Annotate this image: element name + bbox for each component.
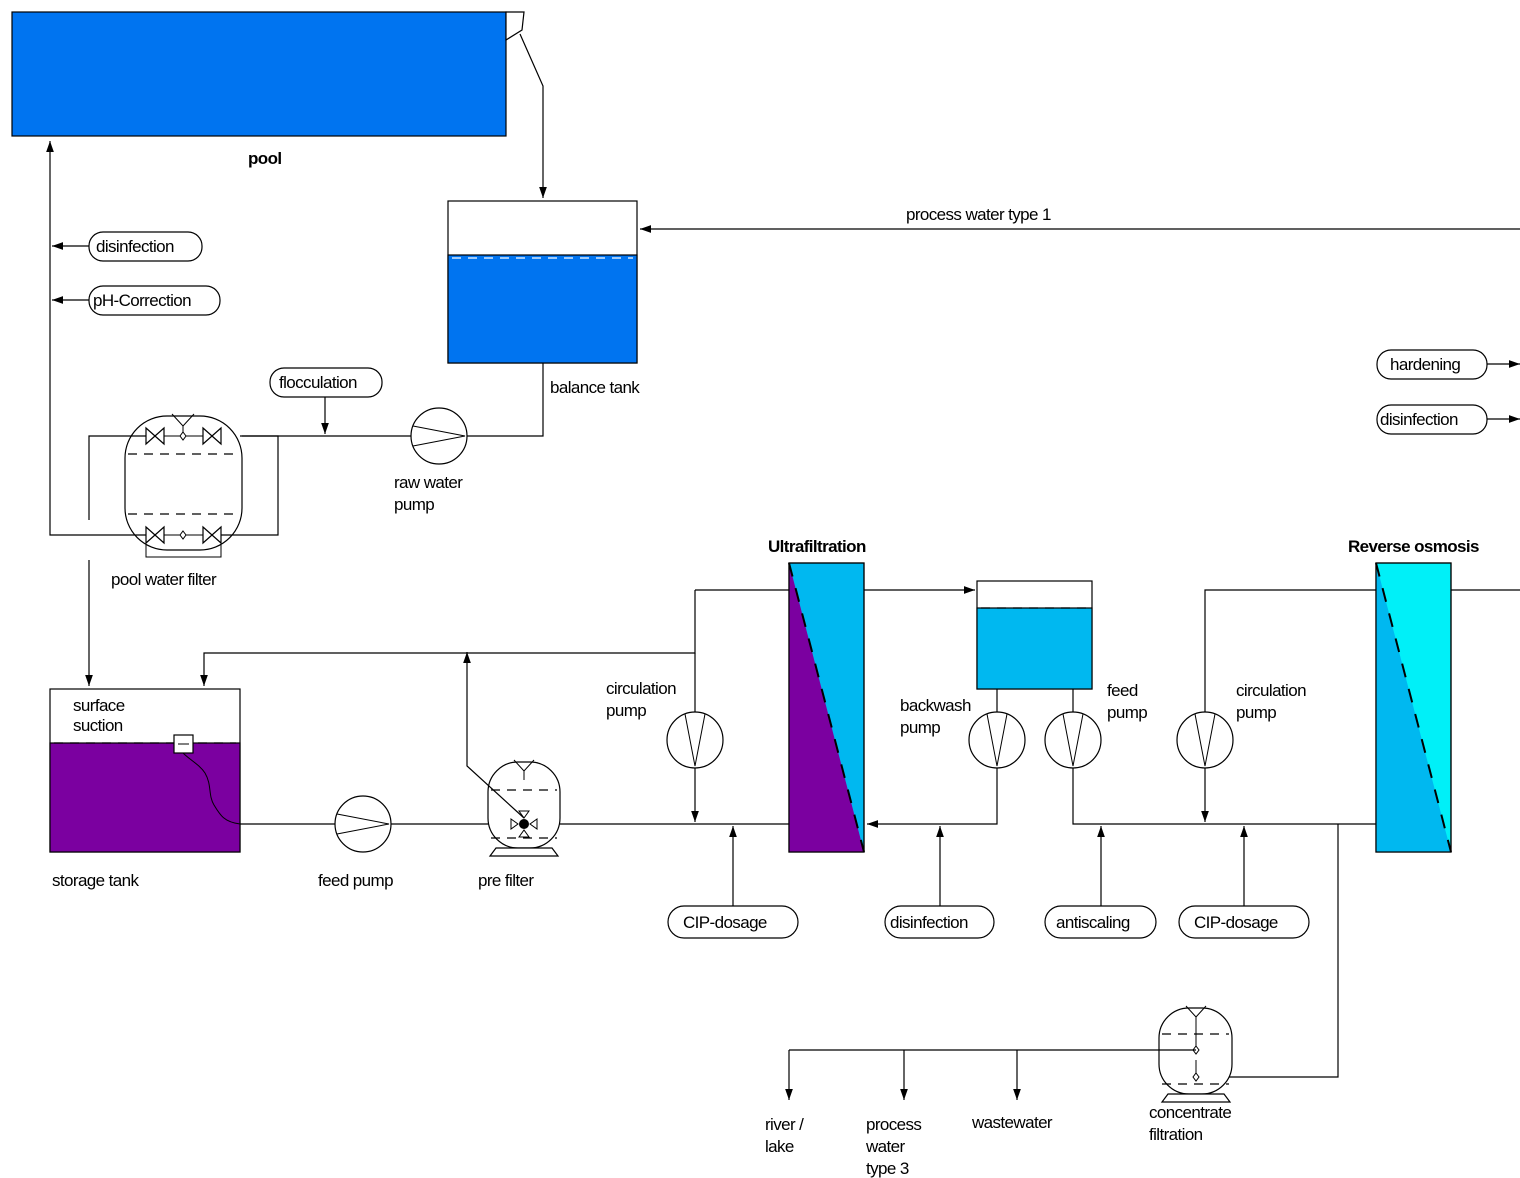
ro-circulation-pump-label-2: pump bbox=[1236, 703, 1276, 722]
storage-tank-label: storage tank bbox=[52, 871, 139, 890]
cip-dosage-ro-label: CIP-dosage bbox=[1194, 913, 1278, 932]
disinfection-uf[interactable]: disinfection bbox=[884, 905, 995, 939]
valve-icon bbox=[145, 525, 165, 545]
balance-tank: balance tank bbox=[447, 200, 641, 397]
ro-circulation-pump: circulation pump bbox=[1176, 681, 1307, 769]
pipe bbox=[1204, 589, 1376, 712]
valve-icon bbox=[145, 426, 165, 446]
disinfection-right-label: disinfection bbox=[1380, 410, 1458, 429]
pipe bbox=[467, 363, 544, 437]
pool-water-filter-label: pool water filter bbox=[111, 570, 217, 589]
ph-correction-dosing[interactable]: pH-Correction bbox=[88, 285, 221, 316]
concentrate-line bbox=[1203, 824, 1339, 1078]
flocculation-label: flocculation bbox=[279, 373, 357, 392]
pre-filter: pre filter bbox=[478, 759, 561, 890]
disinfection-pool-dosing[interactable]: disinfection bbox=[88, 231, 203, 262]
filter-vessel-icon bbox=[124, 415, 243, 551]
disinfection-right-dosing[interactable]: disinfection bbox=[1376, 404, 1488, 435]
ro-circulation-pump-label-1: circulation bbox=[1236, 681, 1306, 700]
reverse-osmosis-module: Reverse osmosis bbox=[1348, 537, 1480, 853]
hardening-dosing[interactable]: hardening bbox=[1376, 349, 1488, 380]
pre-filter-label: pre filter bbox=[478, 871, 534, 890]
backwash-line bbox=[867, 768, 998, 828]
wastewater-label: wastewater bbox=[971, 1113, 1053, 1132]
valve-icon bbox=[202, 525, 222, 545]
ro-feed-line bbox=[1072, 768, 1376, 825]
pump-icon bbox=[1176, 711, 1234, 769]
process-water-type-3-label-3: type 3 bbox=[866, 1159, 909, 1178]
raw-water-pump-label-2: pump bbox=[394, 495, 434, 514]
reverse-osmosis-label: Reverse osmosis bbox=[1348, 537, 1479, 556]
ph-correction-label: pH-Correction bbox=[93, 291, 191, 310]
ultrafiltration-label: Ultrafiltration bbox=[768, 537, 866, 556]
feed-pump: feed pump bbox=[318, 795, 394, 890]
cip-dosage-uf-label: CIP-dosage bbox=[683, 913, 767, 932]
ro-feed-pump-label-2: pump bbox=[1107, 703, 1147, 722]
pump-icon bbox=[334, 795, 392, 853]
overflow-channel bbox=[505, 11, 525, 42]
uf-circulation-pump-label-2: pump bbox=[606, 701, 646, 720]
ultrafiltration-module: Ultrafiltration bbox=[768, 537, 867, 853]
uf-circulation-pump-label-1: circulation bbox=[606, 679, 676, 698]
antiscaling-dosing[interactable]: antiscaling bbox=[1044, 905, 1157, 939]
uf-circulation-pump: circulation pump bbox=[606, 679, 724, 769]
antiscaling-label: antiscaling bbox=[1056, 913, 1130, 932]
backwash-pump-label-1: backwash bbox=[900, 696, 971, 715]
backwash-tank bbox=[976, 580, 1093, 690]
flocculation-dosing[interactable]: flocculation bbox=[269, 367, 383, 398]
pool: pool bbox=[11, 11, 525, 168]
river-lake-label-2: lake bbox=[765, 1137, 794, 1156]
disinfection-pool-label: disinfection bbox=[96, 237, 174, 256]
backwash-pump-label-2: pump bbox=[900, 718, 940, 737]
cip-dosage-uf[interactable]: CIP-dosage bbox=[667, 905, 799, 939]
pool-water-filter: pool water filter bbox=[111, 413, 243, 589]
pre-filter-backwash-line bbox=[463, 652, 525, 819]
balance-tank-label: balance tank bbox=[550, 378, 640, 397]
pump-icon bbox=[666, 711, 724, 769]
concentrate-filtration-label-2: filtration bbox=[1149, 1125, 1203, 1144]
pump-icon bbox=[968, 711, 1026, 769]
feed-pump-label: feed pump bbox=[318, 871, 393, 890]
pipe bbox=[88, 435, 146, 520]
cip-dosage-ro[interactable]: CIP-dosage bbox=[1178, 905, 1310, 939]
process-water-type-1-label: process water type 1 bbox=[906, 205, 1051, 224]
concentrate-filtration-label-1: concentrate bbox=[1149, 1103, 1231, 1122]
pump-icon bbox=[1044, 711, 1102, 769]
disinfection-uf-label: disinfection bbox=[890, 913, 968, 932]
backwash-pump: backwash pump bbox=[900, 696, 1026, 769]
process-water-type-3-label-1: process bbox=[866, 1115, 921, 1134]
ro-feed-pump-label-1: feed bbox=[1107, 681, 1138, 700]
pipe bbox=[221, 435, 279, 536]
overflow-line bbox=[519, 33, 547, 198]
uf-return-line bbox=[200, 590, 696, 686]
raw-water-pump-label-1: raw water bbox=[394, 473, 463, 492]
concentrate-filtration: concentrate filtration bbox=[1149, 1005, 1233, 1144]
pump-icon bbox=[410, 407, 468, 465]
river-lake-label-1: river / bbox=[765, 1115, 804, 1134]
raw-water-pump: raw water pump bbox=[394, 407, 468, 514]
surface-suction-label-1: surface bbox=[73, 696, 125, 715]
valve-icon bbox=[202, 426, 222, 446]
ro-feed-pump: feed pump bbox=[1044, 681, 1148, 769]
hardening-label: hardening bbox=[1390, 355, 1460, 374]
surface-suction-label-2: suction bbox=[73, 716, 123, 735]
storage-tank: surface suction storage tank bbox=[49, 688, 241, 890]
process-water-type-3-label-2: water bbox=[865, 1137, 906, 1156]
pool-return-line bbox=[46, 141, 146, 536]
pool-label: pool bbox=[248, 149, 281, 168]
